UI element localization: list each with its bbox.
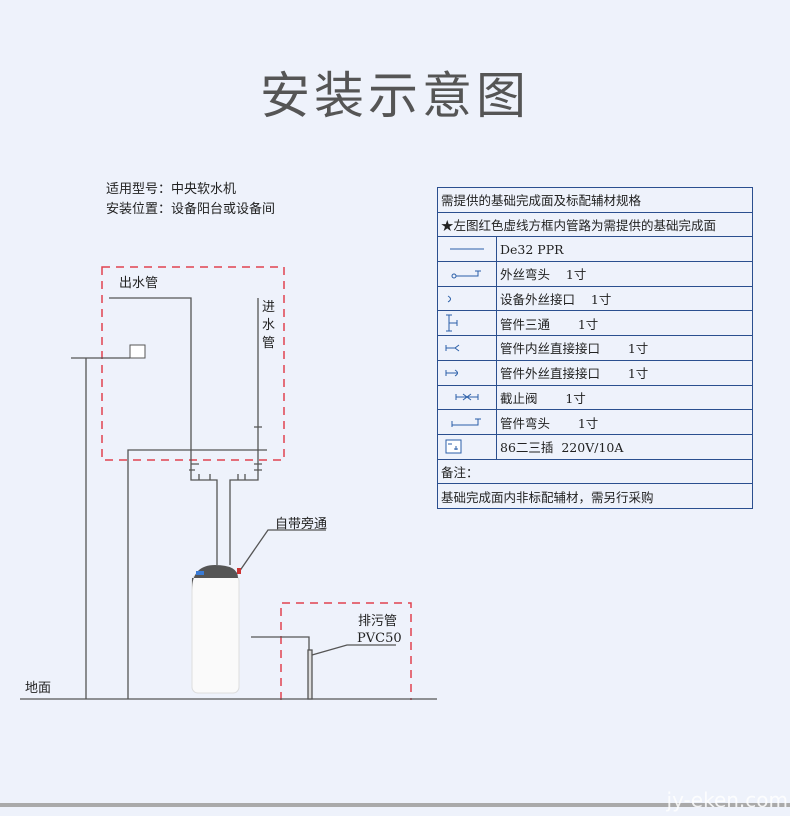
remark-label: 备注： bbox=[437, 458, 753, 485]
inlet-connection bbox=[229, 450, 262, 565]
foundation-box-drain bbox=[280, 602, 412, 700]
model-info: 适用型号：中央软水机 bbox=[106, 182, 237, 197]
table-note: ★左图红色虚线方框内管路为需提供的基础完成面 bbox=[437, 211, 753, 238]
stop-valve-icon bbox=[455, 393, 479, 401]
tee-fitting-icon bbox=[446, 314, 458, 332]
table-row: 截止阀 1寸 bbox=[437, 384, 753, 411]
table-row: 管件外丝直接接口 1寸 bbox=[437, 359, 753, 386]
table-header: 需提供的基础完成面及标配辅材规格 bbox=[437, 187, 753, 213]
inlet-label-2: 水 bbox=[262, 318, 275, 333]
drain-leader bbox=[311, 644, 396, 656]
spec-table: 需提供的基础完成面及标配辅材规格 ★左图红色虚线方框内管路为需提供的基础完成面 … bbox=[437, 187, 753, 509]
location-info: 安装位置：设备阳台或设备间 bbox=[106, 202, 276, 217]
drain-spec: PVC50 bbox=[357, 631, 402, 646]
female-straight-connector-icon bbox=[445, 344, 460, 352]
drain-stub bbox=[307, 649, 313, 700]
table-row: 外丝弯头 1寸 bbox=[437, 261, 753, 287]
table-row: 86二三插 220V/10A bbox=[437, 433, 753, 460]
male-straight-connector-icon bbox=[445, 369, 458, 377]
bypass-line bbox=[127, 449, 267, 699]
page-title: 安装示意图 bbox=[260, 67, 530, 125]
power-line bbox=[71, 357, 130, 699]
bottom-divider bbox=[0, 803, 790, 807]
table-row: 管件三通 1寸 bbox=[437, 310, 753, 337]
socket-icon bbox=[129, 344, 146, 359]
ground-label: 地面 bbox=[25, 681, 51, 696]
male-elbow-icon bbox=[451, 270, 481, 279]
drain-pipe bbox=[251, 636, 310, 699]
table-row: 设备外丝接口 1寸 bbox=[437, 285, 753, 312]
bypass-label: 自带旁通 bbox=[275, 516, 327, 532]
remark-text: 基础完成面内非标配辅材，需另行采购 bbox=[437, 483, 753, 509]
table-row: 管件内丝直接接口 1寸 bbox=[437, 335, 753, 361]
inlet-pipe bbox=[254, 298, 262, 450]
outlet-label: 出水管 bbox=[119, 276, 158, 291]
foundation-box-top bbox=[101, 266, 285, 461]
pipe-line-icon bbox=[450, 248, 484, 250]
table-row: 管件弯头 1寸 bbox=[437, 409, 753, 435]
outlet-pipe bbox=[109, 297, 192, 450]
bypass-leader bbox=[238, 529, 326, 573]
inlet-label-3: 管 bbox=[262, 336, 275, 351]
table-row: De32 PPR bbox=[437, 236, 753, 263]
outlet-connection bbox=[189, 450, 218, 565]
water-softener bbox=[191, 565, 241, 694]
inlet-label-1: 进 bbox=[262, 300, 275, 315]
watermark: jy-eken.com bbox=[666, 788, 788, 812]
drain-label: 排污管 bbox=[358, 614, 397, 629]
elbow-icon bbox=[451, 418, 481, 428]
device-male-connector-icon bbox=[447, 295, 451, 303]
socket-icon bbox=[445, 439, 462, 454]
